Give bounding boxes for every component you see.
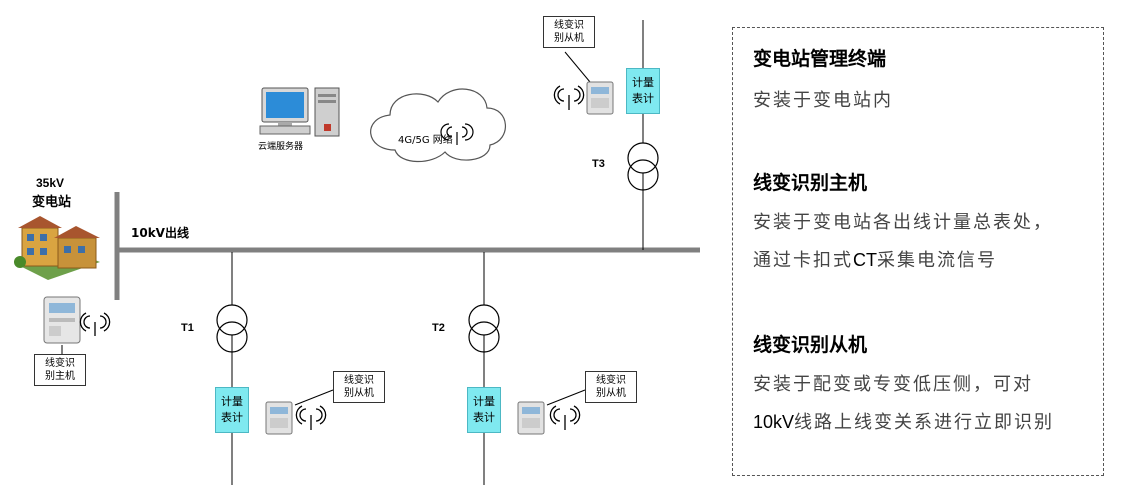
section2-line2: 通过卡扣式CT采集电流信号 bbox=[753, 246, 997, 272]
slave-meter-icon-t3 bbox=[586, 81, 614, 115]
meter-box-line2: 表计 bbox=[473, 411, 495, 424]
t2-coil-bottom bbox=[468, 321, 500, 353]
t1-coil-bottom bbox=[216, 321, 248, 353]
description-panel: 变电站管理终端 安装于变电站内 线变识别主机 安装于变电站各出线计量总表处， 通… bbox=[732, 27, 1104, 476]
note-host: 线变识 别主机 bbox=[34, 354, 86, 386]
meter-box-t3: 计量 表计 bbox=[626, 68, 660, 114]
cloud-server-icon bbox=[259, 87, 340, 137]
section1-title: 变电站管理终端 bbox=[753, 48, 887, 70]
note-slave-t3: 线变识 别从机 bbox=[543, 16, 595, 48]
note-slave2-pointer bbox=[546, 389, 586, 406]
note-line1: 线变识 bbox=[554, 20, 584, 31]
slave-antenna-icon-t2 bbox=[549, 405, 581, 430]
substation-name: 变电站 bbox=[32, 195, 72, 210]
section2-line2-a: 通过卡扣式 bbox=[753, 250, 853, 271]
section1-line: 安装于变电站内 bbox=[753, 90, 893, 111]
meter-box-line1: 计量 bbox=[632, 76, 654, 89]
note-slave1-pointer bbox=[294, 389, 334, 406]
substation-voltage: 35kV bbox=[36, 176, 65, 190]
note-line1: 线变识 bbox=[596, 375, 626, 386]
meter-box-line1: 计量 bbox=[221, 395, 243, 408]
slave-antenna-icon-t1 bbox=[295, 405, 327, 430]
t2-label: T2 bbox=[432, 322, 445, 334]
t3-coil-top bbox=[627, 142, 659, 174]
note-line2: 别从机 bbox=[596, 388, 626, 399]
meter-box-line1: 计量 bbox=[473, 395, 495, 408]
section3-line2: 10kV线路上线变关系进行立即识别 bbox=[753, 408, 1054, 434]
host-meter-icon bbox=[43, 296, 81, 344]
note-line1: 线变识 bbox=[45, 358, 75, 369]
cloud-shape bbox=[370, 88, 506, 163]
section3-10kv: 10kV bbox=[753, 412, 795, 432]
note-slave-t2: 线变识 别从机 bbox=[585, 371, 637, 403]
host-antenna-icon bbox=[79, 312, 111, 336]
section2-title: 线变识别主机 bbox=[753, 172, 868, 194]
busbar-label: 10kV出线 bbox=[131, 226, 189, 240]
meter-box-t2: 计量 表计 bbox=[467, 387, 501, 433]
note-line2: 别从机 bbox=[344, 388, 374, 399]
note-slave3-pointer bbox=[564, 51, 591, 83]
note-line2: 别主机 bbox=[45, 371, 75, 382]
section3-title: 线变识别从机 bbox=[753, 334, 868, 356]
t3-coil-bottom bbox=[627, 159, 659, 191]
meter-box-line2: 表计 bbox=[632, 92, 654, 105]
slave-meter-icon-t1 bbox=[265, 401, 293, 435]
network-label: 4G/5G 网络 bbox=[398, 135, 453, 146]
slave-antenna-icon-t3 bbox=[553, 85, 585, 110]
slave-meter-icon-t2 bbox=[517, 401, 545, 435]
note-line2: 别从机 bbox=[554, 33, 584, 44]
meter-box-line2: 表计 bbox=[221, 411, 243, 424]
t1-label: T1 bbox=[181, 322, 194, 334]
note-slave-t1: 线变识 别从机 bbox=[333, 371, 385, 403]
section3-line2-b: 线路上线变关系进行立即识别 bbox=[794, 412, 1055, 433]
section2-line2-b: 采集电流信号 bbox=[877, 250, 997, 271]
meter-box-t1: 计量 表计 bbox=[215, 387, 249, 433]
server-label: 云端服务器 bbox=[258, 142, 304, 152]
network-antenna-icon bbox=[440, 123, 474, 145]
t3-label: T3 bbox=[592, 158, 605, 170]
t2-coil-top bbox=[468, 304, 500, 336]
t1-coil-top bbox=[216, 304, 248, 336]
section2-ct: CT bbox=[853, 250, 877, 270]
section2-line1: 安装于变电站各出线计量总表处， bbox=[753, 212, 1053, 233]
note-line1: 线变识 bbox=[344, 375, 374, 386]
substation-building-icon bbox=[14, 216, 100, 280]
section3-line1: 安装于配变或专变低压侧，可对 bbox=[753, 374, 1033, 395]
